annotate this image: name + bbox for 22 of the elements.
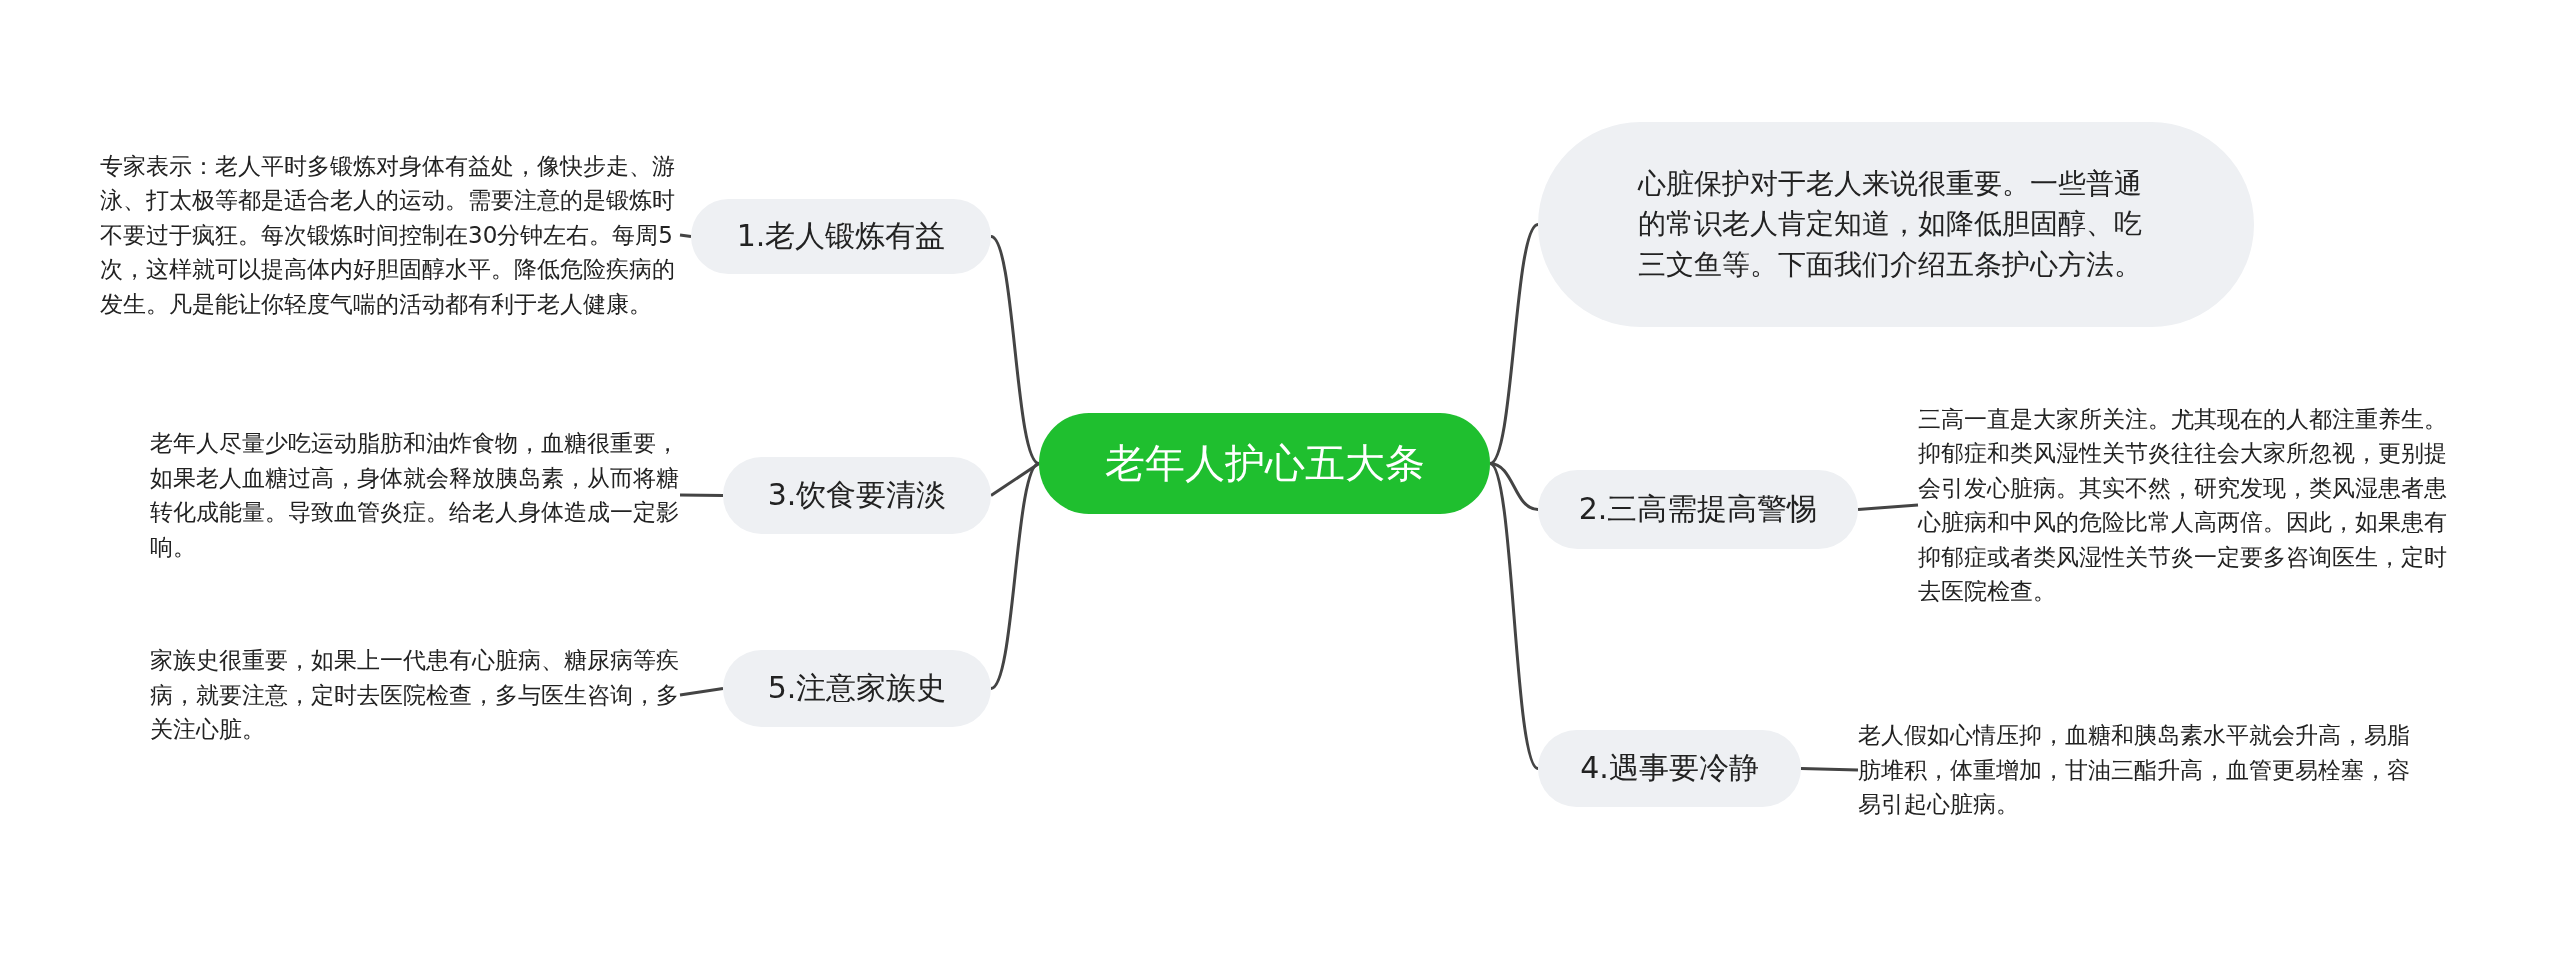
connector-line [1800,767,1859,772]
branch-title: 4.遇事要冷静 [1580,749,1759,787]
branch-title: 1.老人锻炼有益 [736,217,946,255]
connector-line [1489,462,1539,511]
branch-title: 2.三高需提高警惕 [1578,490,1818,528]
detail-text: 专家表示：老人平时多锻炼对身体有益处，像快步走、游泳、打太极等都是适合老人的运动。需要注意的是锻炼时不要过于疯狂。每次锻炼时间控制在30分钟左右。每周5次，这样就可以提高体内好胆固醇水平。降低危险疾病的发生。凡是能让你轻度气喘的活动都有利于老人健康。 [100,151,676,319]
detail-text: 家族史很重要，如果上一代患有心脏病、糖尿病等疾病，就要注意，定时去医院检查，多与医生咨询，多关注心脏。 [150,646,680,745]
connector-line [679,233,692,238]
connector-line [990,462,1040,497]
connector-line [1489,223,1539,465]
detail-text: 老人假如心情压抑，血糖和胰岛素水平就会升高，易脂肪堆积，体重增加，甘油三酯升高，血管更易栓塞，容易引起心脏病。 [1858,721,2411,820]
connector-line [679,687,724,697]
intro-text: 心脏保护对于老人来说很重要。一些普通的常识老人肯定知道，如降低胆固醇、吃三文鱼等。下面我们介绍五条护心方法。 [1638,165,2143,283]
connector-line [1488,462,1540,770]
connector-line [990,235,1040,465]
branch-title: 5.注意家族史 [767,669,947,707]
connector-line [1857,503,1919,511]
topic-title: 老年人护心五大条 [1104,439,1425,488]
branch-title: 3.饮食要清淡 [767,476,947,514]
connector-line [680,493,723,497]
detail-text: 老年人尽量少吃运动脂肪和油炸食物，血糖很重要，如果老人血糖过高，身体就会释放胰岛素，从而将糖转化成能量。导致血管炎症。给老人身体造成一定影响。 [150,429,680,562]
detail-text: 三高一直是大家所关注。尤其现在的人都注重养生。抑郁症和类风湿性关节炎往往会大家所忽视，更别提会引发心脏病。其实不然，研究发现，类风湿患者患心脏病和中风的危险比常人高两倍。因此，如果患有抑郁症或者类风湿性关节炎一定要多咨询医生，定时去医院检查。 [1918,404,2448,606]
